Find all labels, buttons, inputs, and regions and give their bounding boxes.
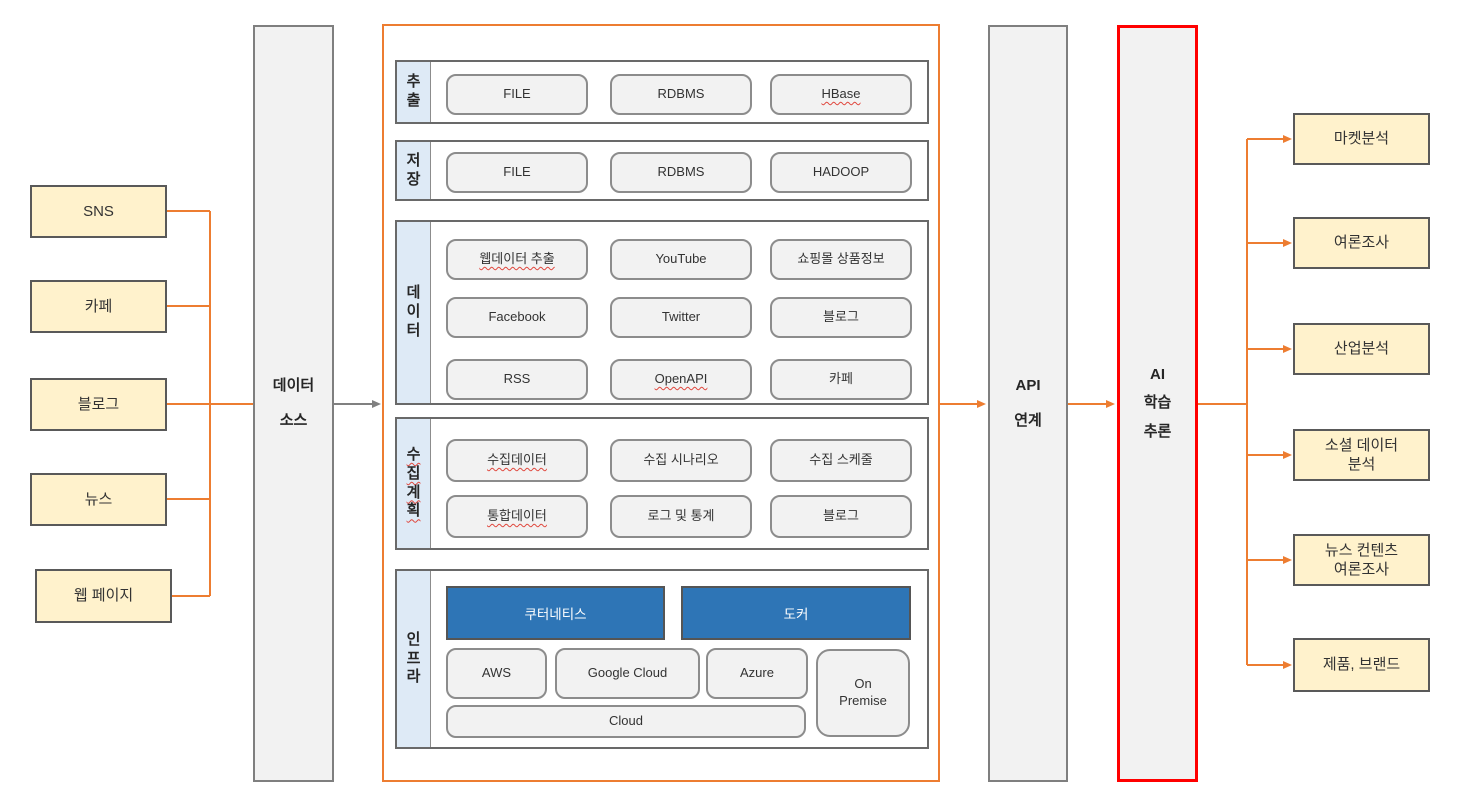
component-twitter: Twitter: [610, 297, 752, 338]
output-box-industry-analysis: 산업분석: [1293, 323, 1430, 375]
component-hbase-label: HBase: [821, 86, 861, 102]
source-box-sns: SNS: [30, 185, 167, 238]
component-cafe: 카페: [770, 359, 912, 400]
source-box-cafe: 카페: [30, 280, 167, 333]
row-collection-plan-label: 수 집 계 획: [397, 419, 431, 548]
output-connectors: [1198, 135, 1292, 669]
component-collected-data: 수집데이터: [446, 439, 588, 482]
component-collected-data-label: 수집데이터: [487, 452, 547, 468]
component-file: FILE: [446, 74, 588, 115]
row-infra: 인 프 라 쿠터네티스 도커 AWS Google Cloud Azure On…: [395, 569, 929, 749]
component-collection-schedule: 수집 스케줄: [770, 439, 912, 482]
row-store-content: FILE RDBMS HADOOP: [431, 142, 927, 199]
source-box-news: 뉴스: [30, 473, 167, 526]
source-box-blog: 블로그: [30, 378, 167, 431]
api-link-pillar: API 연계: [988, 25, 1068, 782]
component-rdbms: RDBMS: [610, 74, 752, 115]
data-source-pillar: 데이터 소스: [253, 25, 334, 782]
component-blog: 블로그: [770, 297, 912, 338]
row-data-content: 웹데이터 추출 YouTube 쇼핑몰 상품정보 Facebook Twitte…: [431, 222, 927, 403]
component-integrated-data: 통합데이터: [446, 495, 588, 538]
row-extract-content: FILE RDBMS HBase: [431, 62, 927, 122]
row-store: 저 장 FILE RDBMS HADOOP: [395, 140, 929, 201]
component-openapi: OpenAPI: [610, 359, 752, 400]
row-data: 데 이 터 웹데이터 추출 YouTube 쇼핑몰 상품정보 Facebook …: [395, 220, 929, 405]
component-rdbms2: RDBMS: [610, 152, 752, 193]
output-box-product-brand: 제품, 브랜드: [1293, 638, 1430, 692]
component-openapi-label: OpenAPI: [654, 371, 708, 387]
ai-learning-inference-pillar: AI 학습 추론: [1117, 25, 1198, 782]
row-infra-content: 쿠터네티스 도커 AWS Google Cloud Azure On Premi…: [431, 571, 927, 747]
source-connectors: [166, 210, 253, 597]
component-file2: FILE: [446, 152, 588, 193]
component-webdata-extract-label: 웹데이터 추출: [479, 251, 555, 267]
output-box-news-content-poll: 뉴스 컨텐츠 여론조사: [1293, 534, 1430, 586]
row-extract-label: 추 출: [397, 62, 431, 122]
output-box-opinion-poll: 여론조사: [1293, 217, 1430, 269]
source-box-webpage: 웹 페이지: [35, 569, 172, 623]
component-on-premise: On Premise: [816, 649, 910, 737]
component-aws: AWS: [446, 648, 547, 699]
component-google-cloud: Google Cloud: [555, 648, 700, 699]
component-webdata-extract: 웹데이터 추출: [446, 239, 588, 280]
row-data-label: 데 이 터: [397, 222, 431, 403]
component-kubernetes: 쿠터네티스: [446, 586, 665, 640]
output-box-social-data-analysis: 소셜 데이터 분석: [1293, 429, 1430, 481]
row-store-label: 저 장: [397, 142, 431, 199]
component-shopping-product: 쇼핑몰 상품정보: [770, 239, 912, 280]
component-hbase: HBase: [770, 74, 912, 115]
component-rss: RSS: [446, 359, 588, 400]
output-box-market-analysis: 마켓분석: [1293, 113, 1430, 165]
component-log-stats: 로그 및 통계: [610, 495, 752, 538]
component-youtube: YouTube: [610, 239, 752, 280]
component-integrated-data-label: 통합데이터: [487, 508, 547, 524]
row-collection-plan-content: 수집데이터 수집 시나리오 수집 스케줄 통합데이터 로그 및 통계 블로그: [431, 419, 927, 548]
component-blog2: 블로그: [770, 495, 912, 538]
component-facebook: Facebook: [446, 297, 588, 338]
component-hadoop: HADOOP: [770, 152, 912, 193]
row-collection-plan: 수 집 계 획 수집데이터 수집 시나리오 수집 스케줄 통합데이터 로그 및 …: [395, 417, 929, 550]
collection-platform-frame: 추 출 FILE RDBMS HBase 저 장 FILE RDBMS HADO…: [382, 24, 940, 782]
row-infra-label: 인 프 라: [397, 571, 431, 747]
component-collection-scenario: 수집 시나리오: [610, 439, 752, 482]
component-cloud: Cloud: [446, 705, 806, 738]
row-extract: 추 출 FILE RDBMS HBase: [395, 60, 929, 124]
component-docker: 도커: [681, 586, 911, 640]
component-azure: Azure: [706, 648, 808, 699]
